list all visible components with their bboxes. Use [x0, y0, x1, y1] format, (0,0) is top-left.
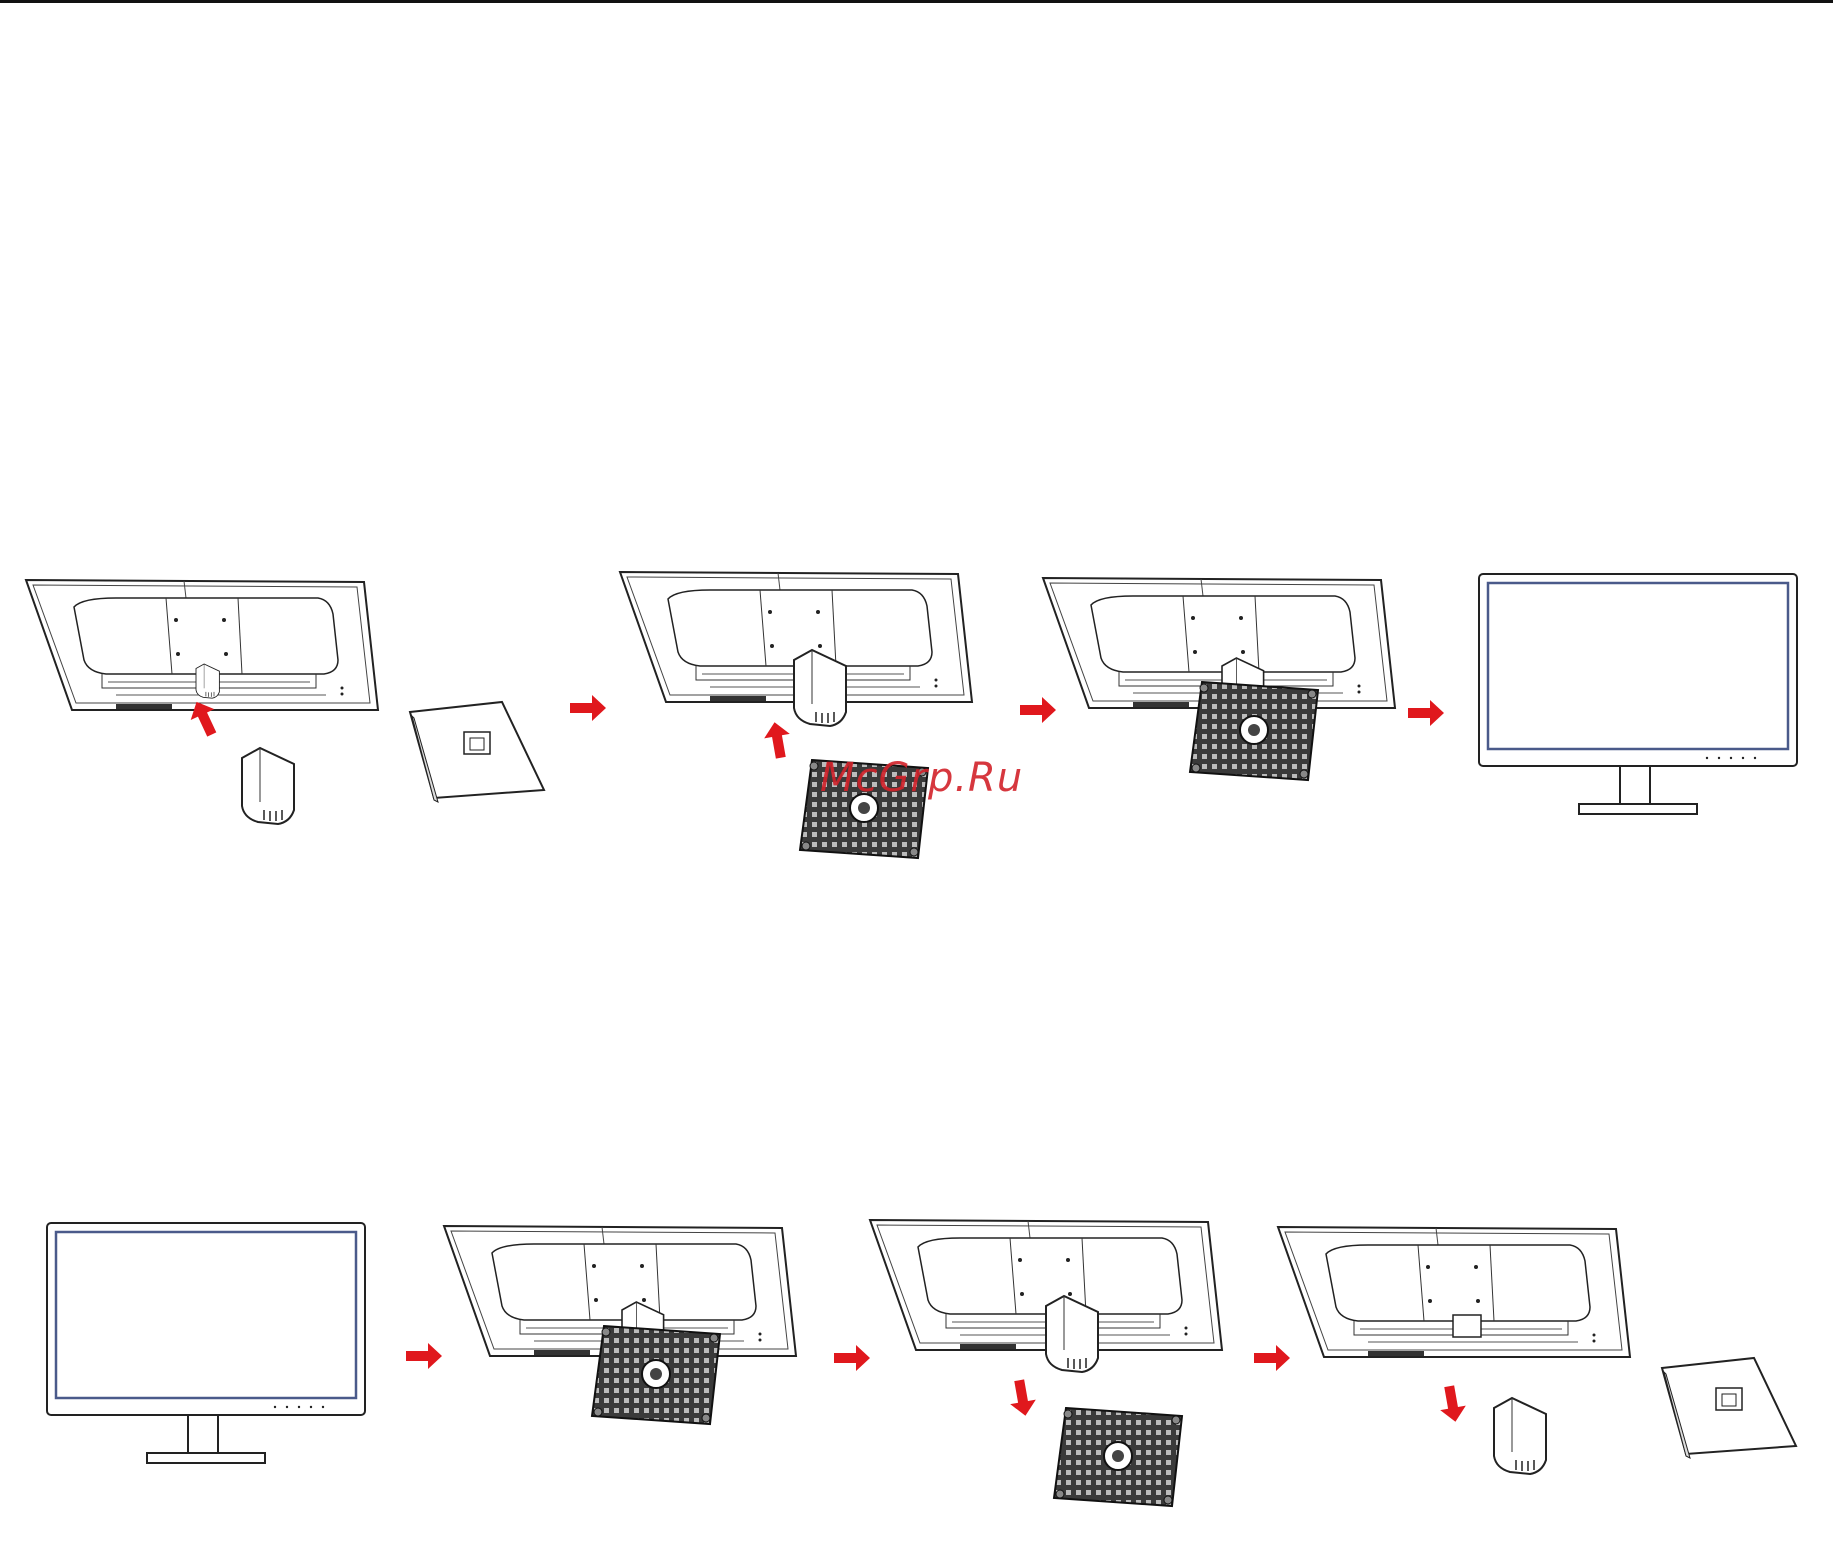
- arrow-right-1: [570, 695, 606, 721]
- arrow-right-2: [1020, 697, 1056, 723]
- arrow-right-3: [1408, 700, 1444, 726]
- arrow-right-5: [834, 1345, 870, 1371]
- install-step-1: [26, 580, 544, 824]
- install-step-4-monitor-front: [1479, 574, 1797, 814]
- watermark: McGrp.Ru: [820, 755, 1023, 801]
- remove-step-2: [444, 1226, 796, 1424]
- remove-step-1-monitor-front: [47, 1223, 365, 1463]
- install-step-3: [1043, 578, 1395, 780]
- arrow-right-6: [1254, 1345, 1290, 1371]
- install-step-2: [620, 572, 972, 858]
- remove-step-4: [1278, 1227, 1796, 1474]
- arrow-right-4: [406, 1343, 442, 1369]
- remove-step-3: [870, 1220, 1222, 1506]
